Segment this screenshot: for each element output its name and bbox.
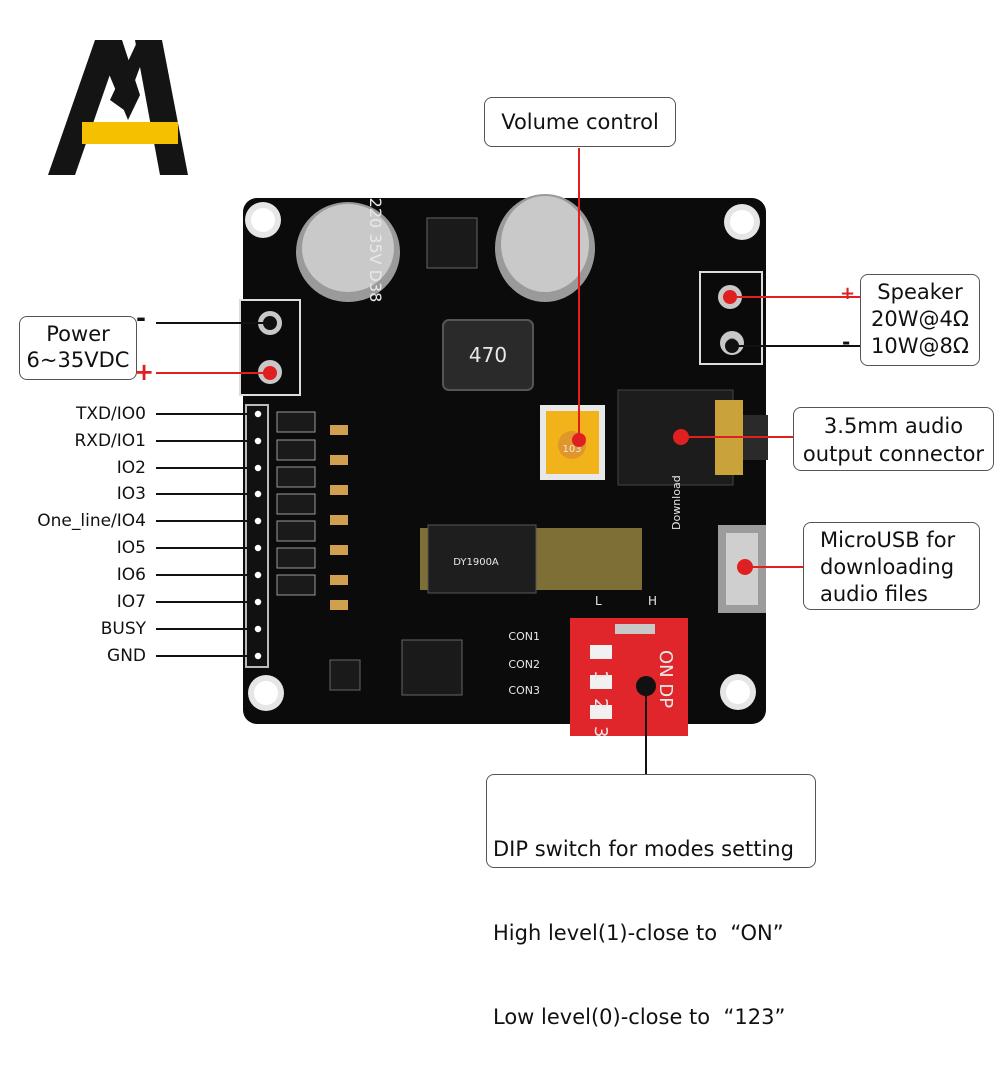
pin-label-io5: IO5 <box>116 538 146 558</box>
board-illustration: 220 35V D38 470 DY1900A CON1 CON2 CON3 D… <box>48 40 860 775</box>
speaker-spec-2: 10W@8Ω <box>871 334 969 358</box>
volume-control-label: Volume control <box>501 110 659 134</box>
power-plus-sign: + <box>134 358 155 386</box>
pin-label-gnd: GND <box>107 646 146 666</box>
dip-switch-line-1: DIP switch for modes setting <box>493 837 794 861</box>
audio-connector-line-1: 3.5mm audio <box>823 414 964 438</box>
h-label: H <box>648 594 657 608</box>
power-minus-sign: - <box>136 304 146 332</box>
pin-label-io3: IO3 <box>116 484 146 504</box>
pin-label-busy: BUSY <box>100 619 146 639</box>
pot-label: 103 <box>562 444 581 455</box>
speaker-minus-sign: - <box>842 330 851 354</box>
dip-switch-line-3: Low level(0)-close to “123” <box>493 1005 786 1029</box>
pin-label-one-line-io4: One_line/IO4 <box>37 511 146 531</box>
speaker-title: Speaker <box>877 280 963 304</box>
capacitor-1-label: 220 35V D38 <box>366 198 385 303</box>
con2-label: CON2 <box>508 658 540 671</box>
microusb-callout: MicroUSB for downloading audio files <box>803 522 980 610</box>
microusb-line-3: audio files <box>820 582 928 606</box>
audio-connector-callout: 3.5mm audio output connector <box>793 407 994 471</box>
pin-label-rxd-io1: RXD/IO1 <box>74 431 147 451</box>
product-diagram: 220 35V D38 470 DY1900A CON1 CON2 CON3 D… <box>19 40 994 1029</box>
speaker-callout: Speaker 20W@4Ω 10W@8Ω <box>860 274 980 366</box>
dip-number-3: 3 <box>590 726 611 737</box>
speaker-plus-sign: + <box>840 283 856 304</box>
download-label: Download <box>670 475 683 530</box>
pin-label-txd-io0: TXD/IO0 <box>75 404 146 424</box>
power-range: 6~35VDC <box>26 348 130 372</box>
microusb-line-1: MicroUSB for <box>820 528 956 552</box>
con1-label: CON1 <box>508 630 540 643</box>
pin-label-io2: IO2 <box>116 458 146 478</box>
inductor-label: 470 <box>469 343 507 367</box>
power-title: Power <box>46 322 110 346</box>
power-callout: Power 6~35VDC <box>19 316 137 380</box>
pin-label-io7: IO7 <box>116 592 146 612</box>
con3-label: CON3 <box>508 684 540 697</box>
dip-switch-line-2: High level(1)-close to “ON” <box>493 921 784 945</box>
dip-number-2: 2 <box>590 698 611 709</box>
leader-lines <box>156 148 860 775</box>
brand-logo <box>48 40 188 175</box>
dip-number-1: 1 <box>590 670 611 681</box>
audio-connector-line-2: output connector <box>802 442 985 466</box>
chip-label: DY1900A <box>453 557 499 568</box>
pin-label-io6: IO6 <box>116 565 146 585</box>
board-silkscreen: 220 35V D38 470 DY1900A CON1 CON2 CON3 D… <box>366 198 683 738</box>
speaker-spec-1: 20W@4Ω <box>871 307 969 331</box>
l-label: L <box>595 594 602 608</box>
volume-control-callout: Volume control <box>484 97 676 147</box>
pcb-board <box>239 194 768 736</box>
microusb-line-2: downloading <box>820 555 955 579</box>
dip-on-label: ON DP <box>655 650 676 708</box>
dip-switch-callout: DIP switch for modes setting High level(… <box>486 774 816 1029</box>
